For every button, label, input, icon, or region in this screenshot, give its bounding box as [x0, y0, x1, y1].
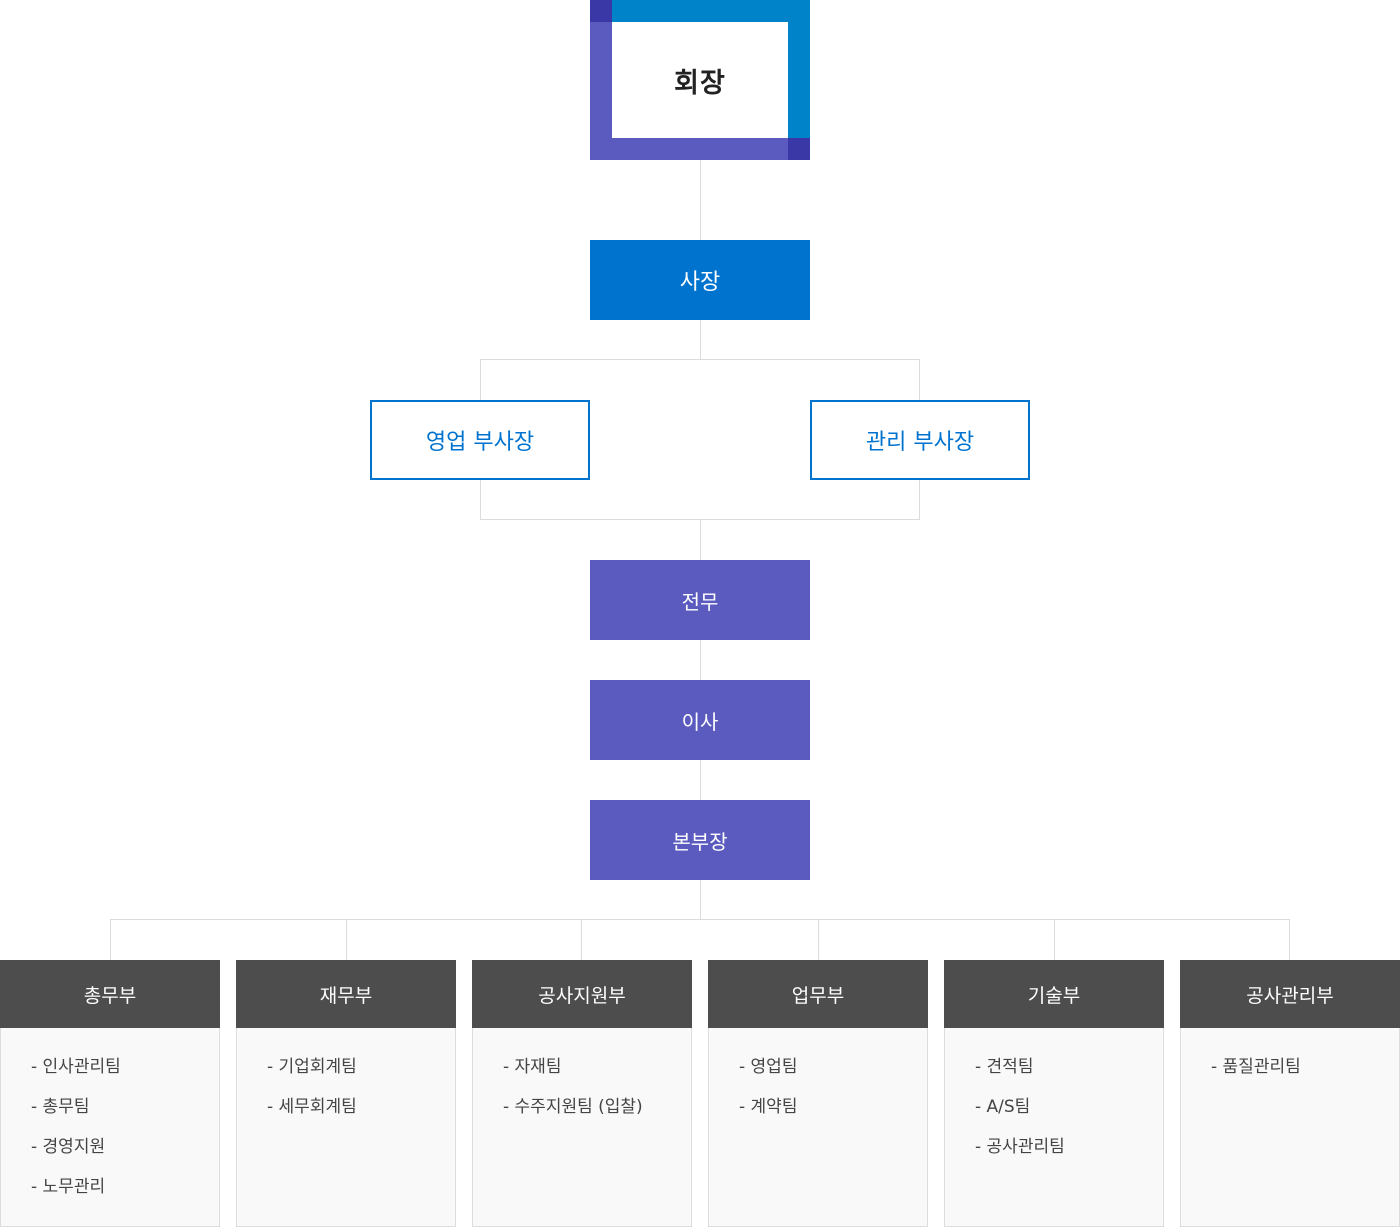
team-item: - 영업팀	[739, 1057, 798, 1077]
chairman-frame-corner-tl	[590, 0, 612, 22]
team-item: - 총무팀	[31, 1097, 90, 1117]
chairman-frame-top	[590, 0, 810, 22]
team-item: - 공사관리팀	[975, 1137, 1065, 1157]
president-label: 사장	[679, 270, 721, 295]
team-item: - 경영지원	[31, 1137, 106, 1157]
connector-vp1-bottom	[480, 480, 481, 520]
chairman-frame-corner-br	[788, 138, 810, 160]
connector-exec3-down	[700, 880, 701, 920]
chairman-box: 회장	[590, 0, 810, 160]
connector-exec2-exec3	[700, 760, 701, 800]
team-list: - 인사관리팀 - 총무팀 - 경영지원 - 노무관리	[0, 1028, 220, 1227]
connector-vp-top-bar	[480, 359, 920, 360]
chairman-frame-bottom	[590, 138, 788, 160]
president-box: 사장	[590, 240, 810, 320]
team-item: - 자재팀	[503, 1057, 562, 1077]
connector-dept-6	[1289, 919, 1290, 960]
admin-vice-president-label: 관리 부사장	[865, 430, 975, 455]
chairman-frame-left	[590, 0, 612, 160]
team-item: - 세무회계팀	[267, 1097, 357, 1117]
connector-to-executive	[700, 520, 701, 560]
team-list: - 기업회계팀 - 세무회계팀	[236, 1028, 456, 1227]
connector-vp1-top	[480, 359, 481, 400]
connector-vp2-bottom	[919, 480, 920, 520]
team-item: - 인사관리팀	[31, 1057, 121, 1077]
admin-vice-president-box: 관리 부사장	[810, 400, 1030, 480]
team-item: - 계약팀	[739, 1097, 798, 1117]
team-item: - A/S팀	[975, 1097, 1031, 1117]
sales-vice-president-label: 영업 부사장	[425, 430, 535, 455]
connector-dept-1	[110, 919, 111, 960]
team-item: - 수주지원팀 (입찰)	[503, 1097, 643, 1117]
team-list: - 영업팀 - 계약팀	[708, 1028, 928, 1227]
connector-chairman-president	[700, 160, 701, 240]
department-card: 업무부 - 영업팀 - 계약팀	[708, 960, 928, 1227]
team-item: - 기업회계팀	[267, 1057, 357, 1077]
department-card: 재무부 - 기업회계팀 - 세무회계팀	[236, 960, 456, 1227]
connector-vp-bottom-bar	[480, 519, 920, 520]
department-title: 총무부	[0, 960, 220, 1028]
team-list: - 자재팀 - 수주지원팀 (입찰)	[472, 1028, 692, 1227]
connector-dept-5	[1054, 919, 1055, 960]
sales-vice-president-box: 영업 부사장	[370, 400, 590, 480]
connector-dept-3	[581, 919, 582, 960]
chairman-frame-right	[788, 0, 810, 160]
chairman-label: 회장	[612, 22, 788, 138]
team-item: - 품질관리팀	[1211, 1057, 1301, 1077]
department-card: 총무부 - 인사관리팀 - 총무팀 - 경영지원 - 노무관리	[0, 960, 220, 1227]
connector-dept-4	[818, 919, 819, 960]
senior-managing-director-box: 전무	[590, 560, 810, 640]
department-title: 재무부	[236, 960, 456, 1028]
division-head-label: 본부장	[672, 829, 728, 854]
division-head-box: 본부장	[590, 800, 810, 880]
department-card: 공사지원부 - 자재팀 - 수주지원팀 (입찰)	[472, 960, 692, 1227]
department-title: 기술부	[944, 960, 1164, 1028]
connector-dept-2	[346, 919, 347, 960]
connector-exec1-exec2	[700, 640, 701, 680]
team-list: - 견적팀 - A/S팀 - 공사관리팀	[944, 1028, 1164, 1227]
department-card: 기술부 - 견적팀 - A/S팀 - 공사관리팀	[944, 960, 1164, 1227]
connector-dept-bar	[110, 919, 1290, 920]
department-card: 공사관리부 - 품질관리팀	[1180, 960, 1400, 1227]
connector-vp2-top	[919, 359, 920, 400]
team-item: - 견적팀	[975, 1057, 1034, 1077]
department-title: 공사관리부	[1180, 960, 1400, 1028]
team-list: - 품질관리팀	[1180, 1028, 1400, 1227]
director-label: 이사	[681, 709, 719, 734]
department-title: 공사지원부	[472, 960, 692, 1028]
department-title: 업무부	[708, 960, 928, 1028]
director-box: 이사	[590, 680, 810, 760]
senior-managing-director-label: 전무	[681, 589, 719, 614]
connector-president-down	[700, 320, 701, 360]
team-item: - 노무관리	[31, 1177, 106, 1197]
